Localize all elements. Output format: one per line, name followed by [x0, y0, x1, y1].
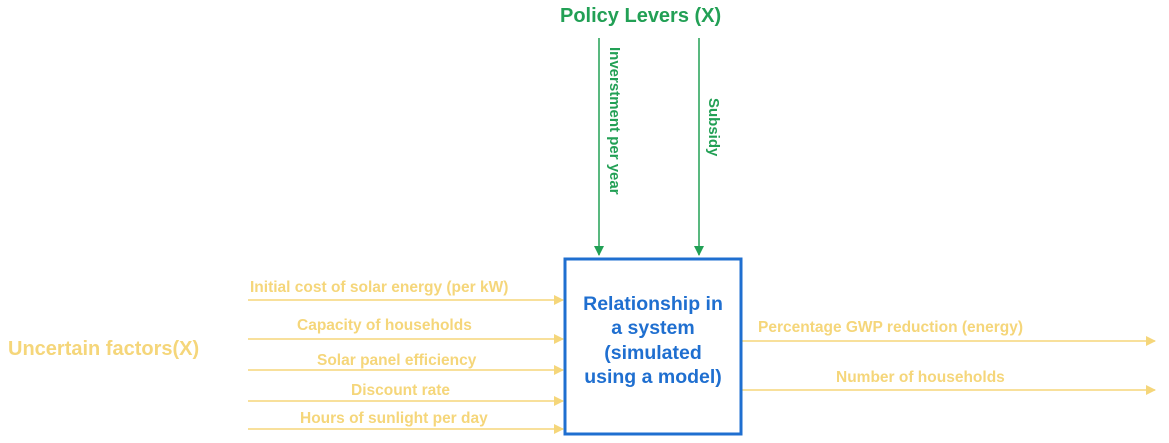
uncertain-factors-title: Uncertain factors(X)	[8, 338, 200, 360]
output-label-gwp: Percentage GWP reduction (energy)	[758, 319, 1023, 336]
factor-label-initial-cost: Initial cost of solar energy (per kW)	[250, 279, 509, 296]
system-box	[563, 257, 743, 436]
system-box-line: Relationship in	[583, 293, 723, 315]
lever-label-subsidy: Subsidy	[705, 98, 722, 157]
factor-label-capacity: Capacity of households	[297, 317, 472, 334]
factor-label-sunlight: Hours of sunlight per day	[300, 410, 488, 427]
output-label-households: Number of households	[836, 369, 1005, 386]
policy-levers-title: Policy Levers (X)	[560, 5, 722, 27]
system-box-line: (simulated	[604, 341, 702, 364]
factor-label-efficiency: Solar panel efficiency	[317, 352, 477, 369]
lever-label-investment: Inverstment per year	[606, 47, 623, 195]
system-box-line: a system	[611, 317, 695, 340]
system-box-line: using a model)	[584, 366, 722, 389]
factor-label-discount: Discount rate	[351, 382, 451, 399]
system-box-text: Relationship in a system (simulated usin…	[566, 292, 740, 390]
